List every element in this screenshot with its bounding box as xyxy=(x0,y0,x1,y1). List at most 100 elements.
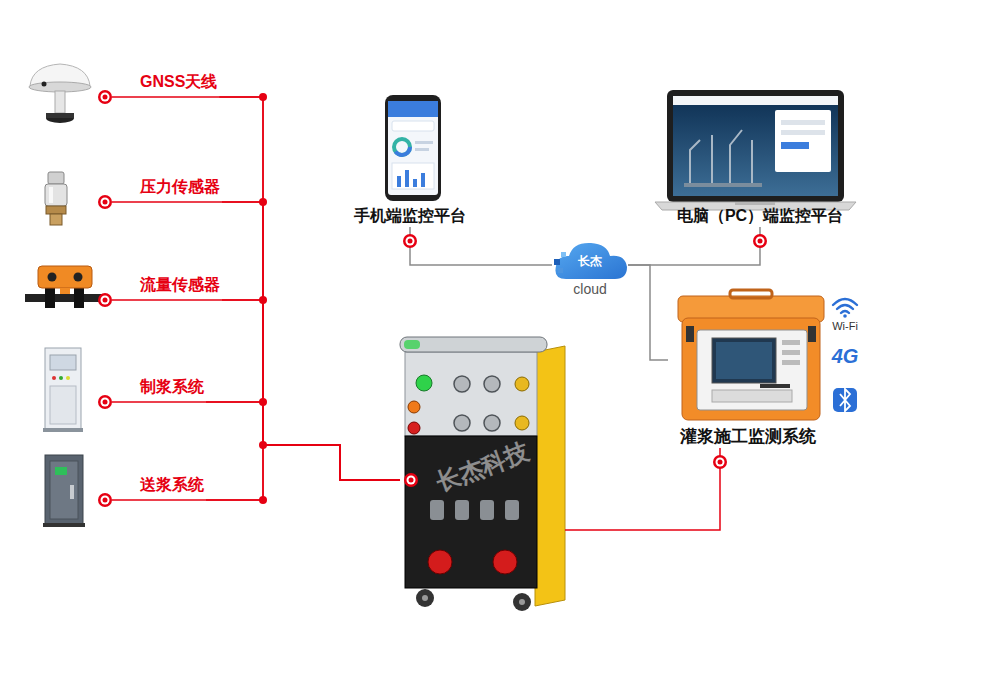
laptop-illustration-part xyxy=(667,90,844,202)
grouting-machine-illustration-part xyxy=(430,500,519,520)
flow-sensor-icon-part xyxy=(25,294,105,302)
laptop-illustration-part-part xyxy=(751,140,753,185)
grouting-machine-illustration-part xyxy=(416,589,434,607)
pressure-sensor-icon-part xyxy=(49,187,53,203)
connector xyxy=(410,227,552,265)
wifi-label: Wi-Fi xyxy=(832,319,858,334)
platform-label: 手机端监控平台 xyxy=(352,205,468,227)
junction-dot-part xyxy=(259,93,267,101)
phone-illustration-part xyxy=(421,173,425,187)
junction-dot-part xyxy=(259,198,267,206)
laptop-illustration-part-part xyxy=(711,135,713,185)
grouting-machine-illustration-part xyxy=(408,422,420,434)
phone-illustration-part xyxy=(394,139,410,155)
bus-wires xyxy=(112,97,263,500)
mixing-cabinet-icon-part xyxy=(52,376,56,380)
phone-illustration-part xyxy=(392,121,434,131)
flow-sensor-icon-part xyxy=(74,273,83,282)
mixing-cabinet-icon-part xyxy=(50,386,76,424)
target-dot-part xyxy=(98,293,112,307)
cloud-shape-part xyxy=(554,259,560,265)
target-dot-part xyxy=(403,234,417,248)
gnss-antenna-icon-part xyxy=(42,82,47,87)
grouting-machine-illustration-part xyxy=(519,599,525,605)
flow-sensor-icon-part xyxy=(48,273,57,282)
grouting-machine-illustration-part xyxy=(400,337,547,352)
sensor-label: GNSS天线 xyxy=(138,72,219,97)
grouting-machine-illustration-part-part xyxy=(505,500,519,520)
grouting-machine-node: 长杰科技 xyxy=(400,335,565,615)
phone-illustration-part xyxy=(415,141,433,144)
phone-illustration-part xyxy=(413,179,417,187)
pumping-cabinet-icon-part xyxy=(70,485,74,499)
connector xyxy=(628,265,668,360)
monitor-case-illustration-part xyxy=(730,290,772,298)
grouting-machine-illustration-part xyxy=(422,595,428,601)
phone-illustration-part xyxy=(388,101,438,195)
flow-sensor-icon-part xyxy=(45,286,55,308)
pressure-sensor-icon-part xyxy=(50,214,62,225)
mixing-cabinet-icon-part xyxy=(50,355,76,370)
target-dot-part xyxy=(98,90,112,104)
laptop-illustration-part xyxy=(781,120,825,125)
node-text: 长杰 xyxy=(552,253,628,269)
pumping-cabinet-icon-part xyxy=(55,467,67,475)
pumping-cabinet-icon-part xyxy=(50,461,78,519)
grouting-machine-illustration-part xyxy=(513,593,531,611)
pumping-cabinet-icon xyxy=(43,455,85,527)
pumping-cabinet-icon-part xyxy=(45,455,83,525)
monitor-case-illustration-part xyxy=(682,318,820,420)
sensor-label: 流量传感器 xyxy=(138,275,222,300)
node-text: 压力传感器 xyxy=(140,177,220,197)
grouting-machine-illustration-part xyxy=(428,550,452,574)
laptop-illustration-part xyxy=(673,96,838,196)
phone-illustration-part xyxy=(405,170,409,187)
target-dot-part xyxy=(753,234,767,248)
flow-sensor-icon-part xyxy=(60,288,70,294)
mixing-cabinet-icon-part xyxy=(43,428,83,432)
grouting-machine-illustration-part-part xyxy=(455,500,469,520)
grouting-machine-illustration-part-part xyxy=(484,376,500,392)
pressure-sensor-icon-part xyxy=(46,206,66,214)
laptop-illustration-part xyxy=(690,130,752,185)
flow-sensor-icon xyxy=(25,266,105,308)
flow-sensor-icon-part xyxy=(38,266,92,288)
junction-dot-part xyxy=(259,496,267,504)
cloud-node: 长杰cloud xyxy=(552,246,628,298)
phone-illustration-part xyxy=(392,163,434,189)
node-text: 手机端监控平台 xyxy=(354,205,466,227)
grouting-machine-illustration-part-part xyxy=(454,415,470,431)
mixing-cabinet-icon-part xyxy=(59,376,63,380)
sensor-label: 制浆系统 xyxy=(138,377,206,402)
phone-illustration-part xyxy=(385,95,441,201)
sensor-label: 压力传感器 xyxy=(138,177,222,202)
target-dot xyxy=(98,90,767,507)
platform-label: 电脑（PC）端监控平台 xyxy=(675,205,845,227)
grouting-machine-illustration-part xyxy=(416,375,432,391)
grouting-machine-illustration-part xyxy=(408,401,420,413)
monitor-case-illustration-part xyxy=(712,390,792,402)
monitor-case-illustration-part xyxy=(782,360,800,365)
phone-illustration-part xyxy=(415,148,429,151)
laptop-illustration-part xyxy=(684,183,762,187)
node-text: 流量传感器 xyxy=(140,275,220,295)
node-text: GNSS天线 xyxy=(140,72,217,92)
laptop-illustration-part xyxy=(775,110,831,172)
junction-dot-part xyxy=(259,296,267,304)
monitor-case-illustration-part xyxy=(808,326,816,342)
target-dot-part xyxy=(98,493,112,507)
grouting-machine-illustration-part xyxy=(493,550,517,574)
sensor-label: 送浆系统 xyxy=(138,475,206,500)
target-dot-part xyxy=(98,195,112,209)
laptop-illustration-part-part xyxy=(730,130,742,185)
cloud-shape-part xyxy=(561,252,566,257)
connector xyxy=(222,202,400,480)
target-dot-part xyxy=(404,473,418,487)
phone-illustration-part xyxy=(388,101,438,117)
grouting-machine-illustration-part xyxy=(454,376,500,431)
grouting-machine-illustration-part-part xyxy=(454,376,470,392)
gnss-antenna-icon-part xyxy=(55,91,65,113)
wireless-icons-part xyxy=(843,314,847,318)
